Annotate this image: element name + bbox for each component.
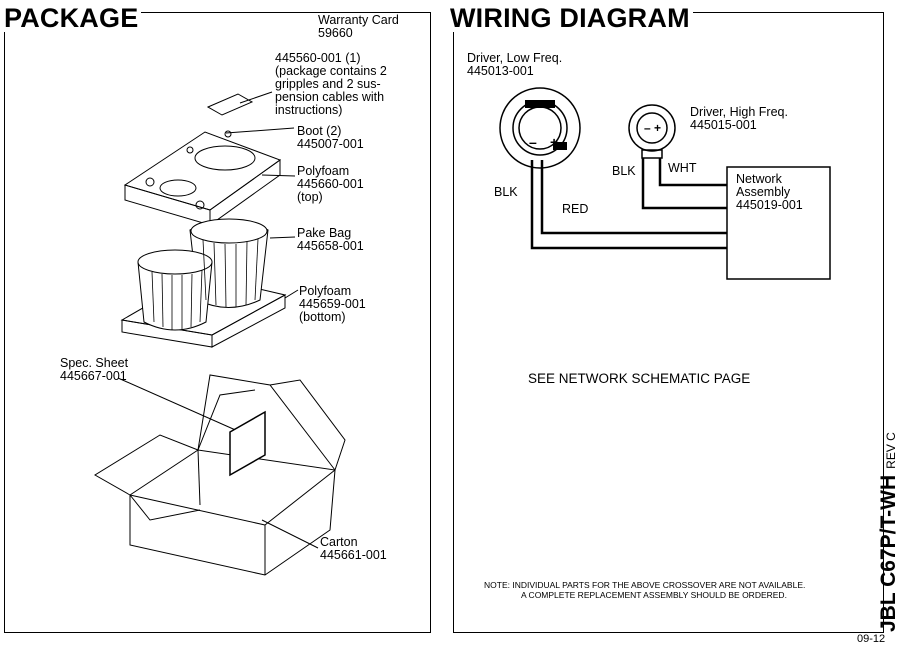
revision: REV C [884, 432, 898, 469]
wiring-title: WIRING DIAGRAM [450, 4, 693, 32]
high-driver-minus: – [644, 121, 651, 135]
model-side-title: JBL C67P/T-WH REV C [877, 432, 903, 632]
package-panel [4, 12, 431, 633]
low-driver-clip [525, 100, 555, 108]
date-code: 09-12 [857, 633, 886, 645]
wires [530, 158, 727, 250]
low-driver-label: Driver, Low Freq.445013-001 [467, 51, 563, 78]
wire-label-red: RED [562, 202, 589, 216]
wire-label-wht: WHT [668, 161, 697, 175]
carton-drawing [94, 374, 346, 576]
boot-label: Boot (2)445007-001 [297, 124, 364, 151]
wire-label-blk-high: BLK [612, 164, 636, 178]
pake-bag-drawing [137, 218, 269, 331]
leader-carton [261, 519, 319, 549]
package-title: PACKAGE [4, 4, 142, 32]
wire-label-blk-low: BLK [494, 185, 518, 199]
low-driver-minus: – [529, 134, 537, 150]
high-driver-drawing [628, 104, 676, 159]
high-driver-plus: + [654, 121, 662, 135]
high-driver-label: Driver, High Freq.445015-001 [690, 105, 788, 132]
leader-polyfoam-bottom [284, 289, 299, 299]
see-network-schematic: SEE NETWORK SCHEMATIC PAGE [528, 371, 751, 386]
spec-sheet-drawing [229, 410, 266, 477]
warranty-card-drawing [206, 93, 254, 116]
low-driver-terminal [553, 142, 567, 150]
leader-gripple [239, 91, 273, 104]
crossover-note: NOTE: INDIVIDUAL PARTS FOR THE ABOVE CRO… [484, 580, 806, 600]
low-driver-plus: + [550, 134, 559, 150]
leader-pake-bag [269, 236, 296, 239]
leader-boot [225, 127, 295, 134]
model-name: JBL C67P/T-WH [877, 474, 900, 632]
leader-spec-sheet [117, 377, 241, 433]
network-assembly-box [726, 166, 831, 280]
gripple-package-label: 445560-001 (1)(package contains 2 grippl… [275, 51, 387, 117]
polyfoam-top-drawing [123, 130, 282, 226]
